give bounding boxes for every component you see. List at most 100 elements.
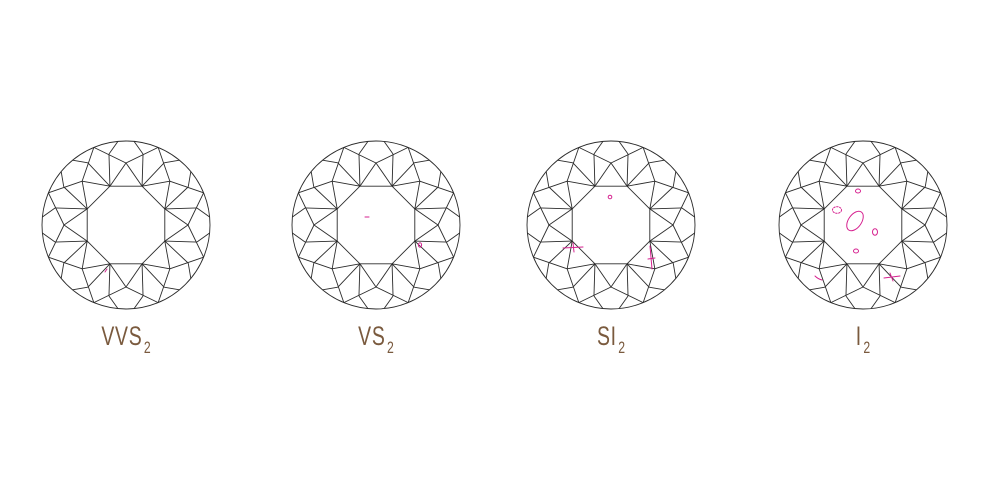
- upper-girdle-edge: [824, 162, 848, 187]
- star-facet-edge: [819, 263, 848, 270]
- upper-girdle-edge: [878, 154, 881, 187]
- upper-girdle-edge: [901, 286, 917, 291]
- upper-girdle-edge: [383, 295, 394, 309]
- star-facet-edge: [846, 263, 864, 288]
- grade-label-si2-sub: 2: [618, 338, 626, 357]
- upper-girdle-edge: [133, 295, 144, 309]
- upper-girdle-edge: [108, 263, 111, 296]
- grade-label-si2: SI2: [549, 318, 673, 362]
- bezel-facet-edge: [93, 286, 127, 304]
- upper-girdle-edge: [626, 263, 629, 296]
- vs2-inclusions: [364, 216, 423, 248]
- upper-girdle-edge: [878, 263, 902, 288]
- bezel-facet-edge: [784, 192, 802, 226]
- i2-large-crystal-inclusion: [846, 210, 864, 232]
- upper-girdle-edge: [845, 141, 856, 155]
- bezel-facet-edge: [784, 224, 802, 258]
- star-facet-edge: [141, 180, 170, 187]
- upper-girdle-edge: [672, 171, 677, 187]
- star-facet-edge: [375, 162, 393, 187]
- upper-girdle-edge: [42, 232, 56, 243]
- star-facet-edge: [332, 263, 361, 270]
- grade-label-vvs2-base: VVS: [101, 321, 143, 351]
- star-facet-edge: [331, 240, 338, 269]
- si2-inclusions: [562, 194, 656, 270]
- upper-girdle-edge: [618, 295, 629, 309]
- bezel-facet-edge: [830, 286, 864, 304]
- upper-girdle-edge: [414, 240, 447, 243]
- upper-girdle-edge: [870, 141, 881, 155]
- bezel-facet-edge: [532, 224, 550, 258]
- bezel-facet-edge: [532, 192, 550, 226]
- upper-girdle-edge: [63, 186, 88, 210]
- upper-girdle-edge: [572, 263, 596, 288]
- upper-girdle-edge: [924, 263, 929, 279]
- table-edge: [571, 240, 596, 265]
- table-edge: [86, 240, 111, 265]
- star-facet-edge: [566, 240, 573, 269]
- star-facet-edge: [901, 181, 908, 210]
- star-facet-edge: [391, 180, 420, 187]
- table-edge: [336, 185, 361, 210]
- upper-girdle-edge: [164, 159, 180, 164]
- diamond-si2: [525, 139, 697, 311]
- upper-girdle-edge: [618, 141, 629, 155]
- star-facet-edge: [649, 208, 674, 226]
- upper-girdle-edge: [446, 232, 460, 243]
- i2-inclusions: [814, 188, 901, 282]
- bezel-facet-edge: [533, 256, 568, 270]
- upper-girdle-edge: [391, 154, 394, 187]
- bezel-facet-edge: [93, 146, 127, 164]
- upper-girdle-edge: [649, 159, 665, 164]
- bezel-facet-edge: [298, 180, 333, 194]
- bezel-facet-edge: [81, 147, 95, 182]
- bezel-facet-edge: [343, 146, 377, 164]
- upper-girdle-edge: [310, 263, 315, 279]
- star-facet-edge: [359, 162, 377, 187]
- upper-girdle-edge: [845, 295, 856, 309]
- star-facet-edge: [594, 263, 612, 288]
- upper-girdle-edge: [572, 162, 596, 187]
- star-facet-edge: [82, 180, 111, 187]
- table-edge: [878, 240, 903, 265]
- star-facet-edge: [566, 181, 573, 210]
- upper-girdle-edge: [672, 263, 677, 279]
- star-facet-edge: [878, 263, 907, 270]
- upper-girdle-edge: [797, 263, 802, 279]
- bezel-facet-edge: [48, 180, 83, 194]
- star-facet-edge: [313, 224, 338, 242]
- girdle-outline: [526, 140, 696, 310]
- bezel-facet-edge: [437, 224, 455, 258]
- i2-crystal-inclusion-right: [872, 228, 878, 236]
- bezel-facet-edge: [642, 268, 656, 303]
- upper-girdle-edge: [414, 286, 430, 291]
- star-facet-edge: [548, 208, 573, 226]
- diamond-i2: [777, 139, 949, 311]
- upper-girdle-edge: [322, 159, 338, 164]
- star-facet-edge: [81, 240, 88, 269]
- star-facet-edge: [125, 263, 143, 288]
- table-edge: [626, 240, 651, 265]
- upper-girdle-edge: [548, 240, 573, 264]
- upper-girdle-edge: [133, 141, 144, 155]
- bezel-facet-edge: [419, 256, 454, 270]
- bezel-facet-edge: [830, 146, 864, 164]
- upper-girdle-edge: [779, 232, 793, 243]
- star-facet-edge: [649, 240, 656, 269]
- bezel-facet-edge: [672, 224, 690, 258]
- star-facet-edge: [331, 181, 338, 210]
- star-facet-edge: [800, 208, 825, 226]
- bezel-facet-edge: [375, 286, 409, 304]
- upper-girdle-edge: [305, 207, 338, 210]
- upper-girdle-edge: [800, 240, 825, 264]
- si2-feather-line-inclusion: [647, 245, 656, 270]
- upper-girdle-edge: [72, 159, 88, 164]
- upper-girdle-edge: [933, 232, 947, 243]
- bezel-facet-edge: [785, 180, 820, 194]
- bezel-facet-edge: [297, 192, 315, 226]
- si2-feather-cross-inclusion: [562, 242, 584, 253]
- girdle-outline: [778, 140, 948, 310]
- upper-girdle-edge: [809, 159, 825, 164]
- upper-girdle-edge: [60, 171, 65, 187]
